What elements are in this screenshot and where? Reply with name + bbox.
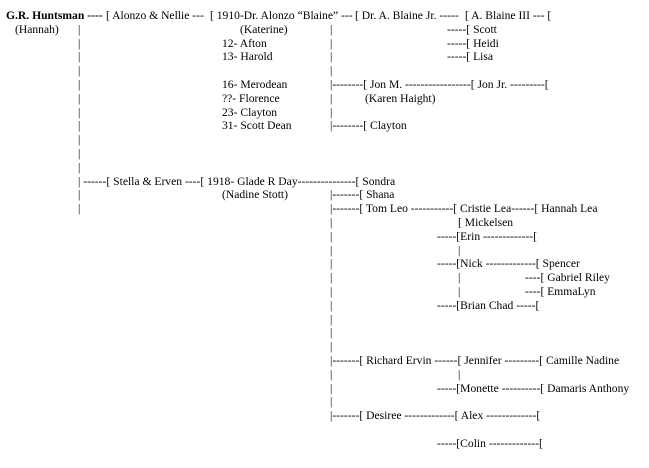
tree-entry: |-------[ Richard Ervin ------[ Jennifer… bbox=[330, 354, 620, 367]
tree-connector: | bbox=[330, 257, 333, 271]
tree-entry: ----[ Gabriel Riley bbox=[525, 271, 610, 285]
tree-connector: | bbox=[330, 243, 333, 257]
tree-connector: | bbox=[458, 285, 461, 298]
tree-connector: | bbox=[78, 105, 81, 119]
tree-entry: [ 1910-Dr. Alonzo “Blaine” --- bbox=[210, 9, 353, 22]
tree-connector: | bbox=[78, 202, 81, 216]
tree-entry: [ Dr. A. Blaine Jr. ----- bbox=[355, 9, 459, 22]
tree-entry: 23- Clayton bbox=[222, 105, 278, 119]
tree-connector: | bbox=[78, 36, 81, 50]
tree-entry: [ A. Blaine III --- [ bbox=[465, 9, 552, 22]
tree-entry: (Karen Haight) bbox=[365, 91, 436, 105]
tree-entry: |--------[ Clayton bbox=[330, 119, 407, 133]
tree-entry: | ------[ Stella & Erven ----[ 1918- Gla… bbox=[78, 174, 396, 188]
tree-connector: | bbox=[78, 78, 81, 91]
tree-connector: | bbox=[330, 367, 333, 381]
tree-entry: -----[ Heidi bbox=[447, 36, 499, 50]
tree-connector: | bbox=[458, 367, 461, 381]
tree-entry: 13- Harold bbox=[222, 50, 273, 64]
tree-entry: -----[Nick -------------[ Spencer bbox=[437, 257, 580, 271]
tree-connector: | bbox=[330, 312, 333, 326]
tree-entry: -----[ Lisa bbox=[447, 50, 494, 64]
tree-connector: | bbox=[330, 285, 333, 298]
tree-entry: -----[Monette ----------[ Damaris Anthon… bbox=[437, 381, 630, 395]
tree-entry: (Hannah) bbox=[15, 22, 59, 36]
tree-entry: [ Mickelsen bbox=[458, 216, 514, 229]
tree-connector: | bbox=[78, 119, 81, 133]
tree-connector: | bbox=[78, 91, 81, 105]
tree-connector: | bbox=[78, 133, 81, 147]
tree-entry: G.R. Huntsman ---- bbox=[6, 9, 103, 22]
tree-entry: (Nadine Stott) bbox=[222, 188, 289, 202]
tree-entry: ----[ EmmaLyn bbox=[525, 285, 596, 298]
tree-entry: |-------[ Shana bbox=[330, 188, 395, 202]
tree-connector: | bbox=[330, 36, 333, 50]
tree-connector: | bbox=[330, 340, 333, 354]
tree-connector: | bbox=[78, 50, 81, 64]
tree-entry: 31- Scott Dean bbox=[222, 119, 292, 133]
tree-connector: | bbox=[330, 50, 333, 64]
tree-connector: | bbox=[330, 381, 333, 395]
tree-connector: | bbox=[330, 395, 333, 409]
tree-entry: [ Alonzo & Nellie --- bbox=[106, 9, 204, 22]
tree-connector: | bbox=[330, 326, 333, 340]
tree-entry: -----[Brian Chad -----[ bbox=[437, 298, 540, 312]
tree-connector: | bbox=[458, 243, 461, 257]
tree-connector: | bbox=[78, 147, 81, 160]
tree-connector: | bbox=[330, 229, 333, 243]
tree-connector: | bbox=[330, 216, 333, 229]
tree-entry: -----[Erin -------------[ bbox=[437, 229, 538, 243]
tree-connector: | bbox=[78, 160, 81, 174]
tree-connector: | bbox=[458, 271, 461, 285]
tree-entry: -----[ Scott bbox=[447, 22, 497, 36]
tree-connector: | bbox=[330, 298, 333, 312]
tree-connector: | bbox=[330, 91, 333, 105]
tree-entry: -----[Colin -------------[ bbox=[437, 436, 543, 450]
tree-entry: 16- Merodean bbox=[222, 78, 288, 91]
tree-connector: | bbox=[330, 64, 333, 78]
tree-connector: | bbox=[78, 22, 81, 36]
tree-entry: (Katerine) bbox=[240, 22, 288, 36]
tree-entry: ??- Florence bbox=[222, 91, 280, 105]
tree-connector: | bbox=[78, 64, 81, 78]
tree-entry: |-------[ Tom Leo -----------[ Cristie L… bbox=[330, 202, 598, 216]
tree-connector: | bbox=[330, 22, 333, 36]
tree-connector: | bbox=[330, 105, 333, 119]
tree-entry: 12- Afton bbox=[222, 36, 267, 50]
tree-entry: |--------[ Jon M. -----------------[ Jon… bbox=[330, 78, 549, 91]
tree-connector: | bbox=[330, 271, 333, 285]
tree-entry: |-------[ Desiree -------------[ Alex --… bbox=[330, 409, 541, 423]
tree-connector: | bbox=[78, 188, 81, 202]
